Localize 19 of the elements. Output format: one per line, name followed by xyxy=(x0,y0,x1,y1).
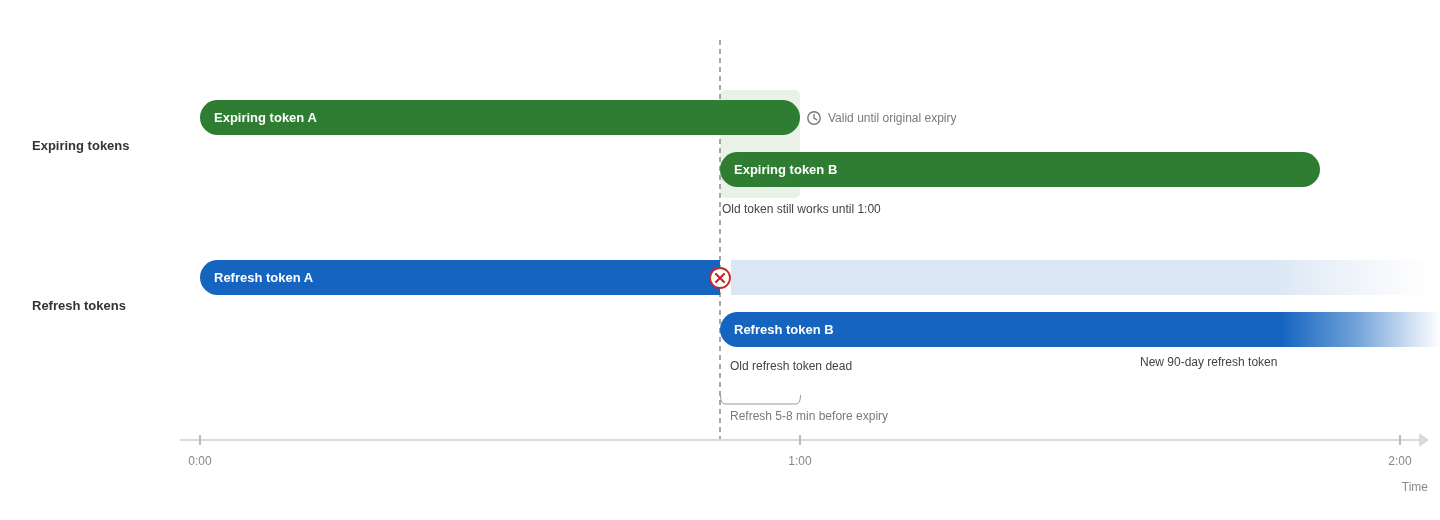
row-label: Refresh tokens xyxy=(32,298,126,314)
annotation-text: Old token still works until 1:00 xyxy=(722,201,881,217)
annotation-text: Valid until original expiry xyxy=(828,110,957,126)
token-bar xyxy=(720,312,1440,347)
row-label: Expiring tokens xyxy=(32,138,130,154)
token-bar xyxy=(200,260,720,295)
axis-tick-label: 2:00 xyxy=(1388,453,1412,469)
axis-title: Time xyxy=(1401,479,1428,495)
bar-label: Expiring token B xyxy=(734,161,838,178)
axis-tick-label: 1:00 xyxy=(788,453,812,469)
bar-label: Refresh token B xyxy=(734,321,834,338)
axis-tick-label: 0:00 xyxy=(188,453,212,469)
annotation-text: New 90-day refresh token xyxy=(1140,354,1278,370)
token-bar xyxy=(200,100,800,135)
bracket-label: Refresh 5-8 min before expiry xyxy=(730,408,889,424)
bar-label: Expiring token A xyxy=(214,109,317,126)
bar-label: Refresh token A xyxy=(214,269,314,286)
token-bar xyxy=(720,152,1320,187)
annotation-text: Old refresh token dead xyxy=(730,358,853,374)
